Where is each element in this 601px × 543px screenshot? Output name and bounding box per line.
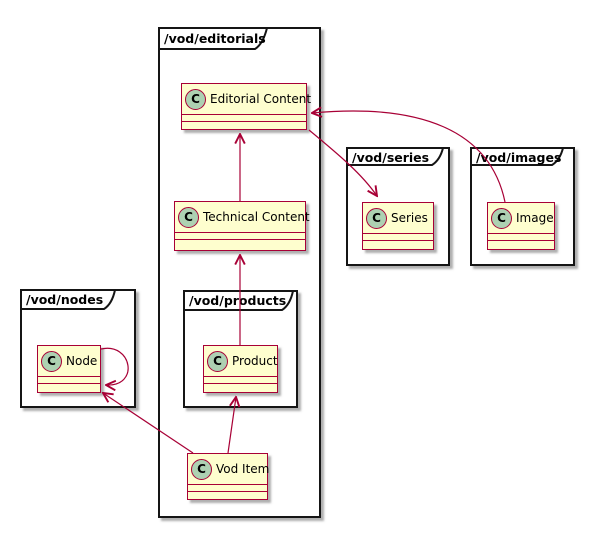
class-editorial-content: C Editorial Content (181, 83, 311, 130)
class-attributes-compartment (488, 233, 554, 240)
class-product: C Product (203, 345, 278, 393)
class-name: Series (391, 211, 428, 225)
class-methods-compartment (182, 121, 306, 129)
class-name: Vod Item (216, 462, 270, 476)
class-node: C Node (37, 345, 101, 393)
class-stereotype-icon: C (207, 350, 228, 372)
class-title: C Product (204, 346, 278, 376)
class-vod-item: C Vod Item (187, 453, 270, 500)
package-label-series: /vod/series (352, 150, 430, 165)
class-name: Technical Content (203, 210, 310, 224)
class-attributes-compartment (188, 484, 267, 491)
class-stereotype-icon: C (366, 207, 387, 229)
class-title: C Technical Content (175, 202, 310, 232)
class-methods-compartment (363, 240, 433, 249)
class-series: C Series (362, 202, 434, 250)
class-attributes-compartment (175, 232, 305, 239)
class-stereotype-icon: C (178, 206, 199, 228)
class-methods-compartment (204, 383, 277, 392)
package-label-products: /vod/products (189, 293, 287, 308)
package-label-editorials: /vod/editorials (164, 31, 266, 46)
package-label-images: /vod/images (476, 150, 562, 165)
class-attributes-compartment (363, 233, 433, 240)
class-title: C Editorial Content (182, 84, 311, 114)
class-stereotype-icon: C (41, 350, 62, 372)
class-title: C Vod Item (188, 454, 270, 484)
class-attributes-compartment (182, 114, 306, 121)
class-methods-compartment (488, 240, 554, 249)
class-stereotype-icon: C (191, 458, 212, 480)
class-title: C Node (38, 346, 100, 376)
class-name: Node (66, 354, 98, 368)
class-attributes-compartment (38, 376, 100, 383)
class-title: C Series (363, 203, 433, 233)
class-stereotype-icon: C (185, 88, 206, 110)
class-name: Product (232, 354, 278, 368)
class-technical-content: C Technical Content (174, 201, 310, 251)
class-methods-compartment (188, 491, 267, 499)
class-stereotype-icon: C (491, 207, 512, 229)
class-attributes-compartment (204, 376, 277, 383)
package-label-nodes: /vod/nodes (26, 292, 104, 307)
class-image: C Image (487, 202, 555, 250)
class-name: Image (516, 211, 554, 225)
class-methods-compartment (175, 239, 305, 250)
class-name: Editorial Content (210, 92, 312, 106)
class-methods-compartment (38, 383, 100, 392)
class-title: C Image (488, 203, 554, 233)
